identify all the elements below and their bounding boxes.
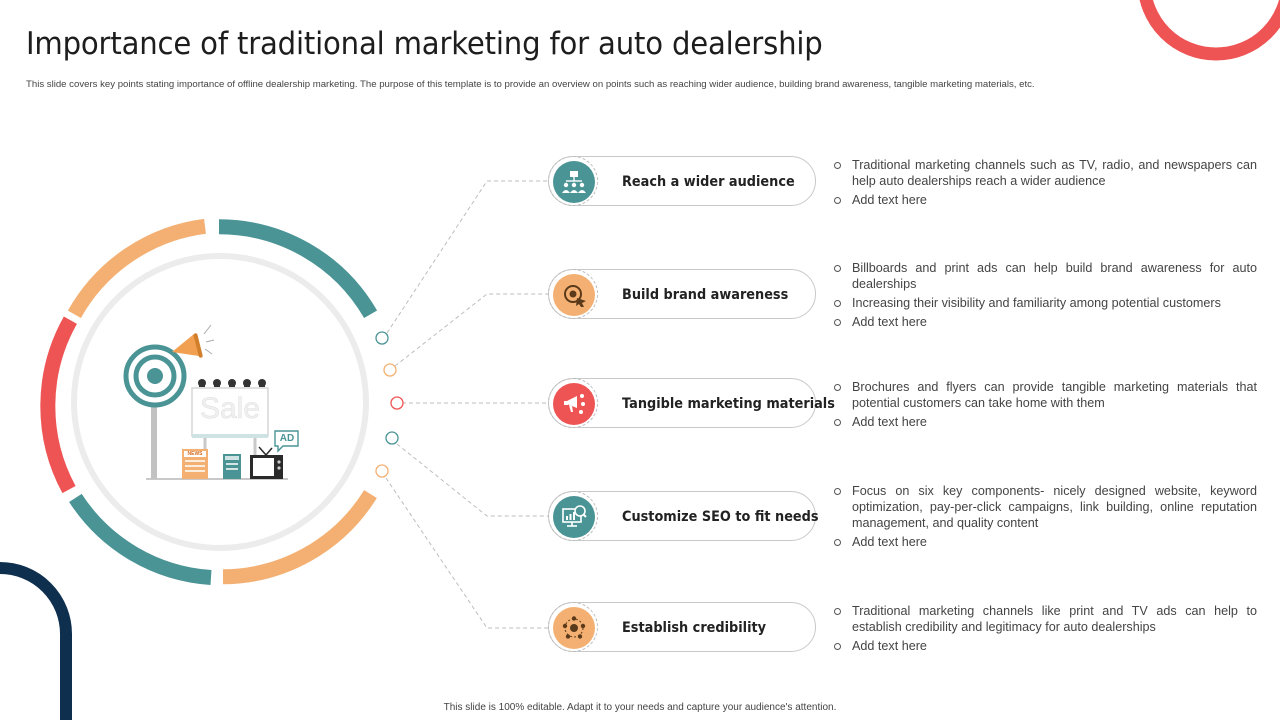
credibility-group-icon: [553, 607, 595, 649]
connector-dot-1: [375, 331, 389, 345]
ring-segment-orange-bottom: [222, 490, 377, 585]
connector-dot-5: [375, 464, 389, 478]
corner-arc-decoration: [0, 562, 72, 720]
brand-target-icon: [553, 274, 595, 316]
point-label: Tangible marketing materials: [622, 396, 835, 412]
point-bullets-tangible: Brochures and flyers can provide tangibl…: [832, 379, 1257, 433]
point-pill-reach: Reach a wider audience: [548, 156, 816, 206]
bullet-item: Focus on six key components- nicely desi…: [832, 483, 1257, 531]
point-pill-credibility: Establish credibility: [548, 602, 816, 652]
bullet-item: Add text here: [832, 192, 1257, 208]
ring-segment-red: [40, 316, 77, 494]
ad-badge-icon: [274, 430, 299, 453]
connector-dot-4: [385, 431, 399, 445]
page-subtitle: This slide covers key points stating imp…: [26, 79, 1035, 90]
bullet-item: Add text here: [832, 414, 1257, 430]
bullet-item: Add text here: [832, 314, 1257, 330]
corner-ring-decoration: [1139, 0, 1280, 61]
megaphone-people-icon: [553, 383, 595, 425]
bullet-item: Increasing their visibility and familiar…: [832, 295, 1257, 311]
audience-network-icon: [553, 161, 595, 203]
connector-line-5: [385, 477, 548, 629]
flyer-icon: [223, 454, 241, 479]
bullet-item: Add text here: [832, 638, 1257, 654]
point-label: Establish credibility: [622, 620, 767, 636]
connector-line-2: [394, 293, 548, 367]
bullet-item: Traditional marketing channels like prin…: [832, 603, 1257, 635]
footer-note: This slide is 100% editable. Adapt it to…: [443, 702, 837, 713]
seo-monitor-icon: [553, 496, 595, 538]
page-title: Importance of traditional marketing for …: [26, 26, 823, 62]
ad-badge-text: AD: [279, 433, 295, 444]
point-pill-tangible: Tangible marketing materials: [548, 378, 835, 428]
newspaper-icon: [182, 449, 208, 479]
sale-sign-text: Sale: [199, 392, 261, 426]
point-bullets-seo: Focus on six key components- nicely desi…: [832, 483, 1257, 553]
point-bullets-reach: Traditional marketing channels such as T…: [832, 157, 1257, 211]
bullet-item: Billboards and print ads can help build …: [832, 260, 1257, 292]
ring-segment-teal-top: [218, 219, 378, 319]
point-bullets-brand: Billboards and print ads can help build …: [832, 260, 1257, 333]
point-label: Build brand awareness: [622, 287, 789, 303]
point-label: Reach a wider audience: [622, 174, 795, 190]
tv-icon: [250, 446, 283, 479]
ring-segment-orange-top: [67, 218, 207, 319]
segmented-ring: [40, 218, 378, 585]
newspaper-label: NEWS: [187, 451, 203, 457]
point-pill-brand: Build brand awareness: [548, 269, 816, 319]
connector-line-4: [396, 443, 548, 517]
bullet-item: Add text here: [832, 534, 1257, 550]
connector-line-1: [386, 180, 548, 334]
ring-segment-teal-bottom: [69, 493, 212, 585]
bullet-item: Brochures and flyers can provide tangibl…: [832, 379, 1257, 411]
point-pill-seo: Customize SEO to fit needs: [548, 491, 819, 541]
connector-dot-3: [390, 396, 404, 410]
point-label: Customize SEO to fit needs: [622, 509, 819, 525]
connector-dot-2: [383, 363, 397, 377]
point-bullets-credibility: Traditional marketing channels like prin…: [832, 603, 1257, 657]
megaphone-icon: [172, 324, 215, 358]
bullet-item: Traditional marketing channels such as T…: [832, 157, 1257, 189]
marketing-illustration: [123, 324, 299, 480]
